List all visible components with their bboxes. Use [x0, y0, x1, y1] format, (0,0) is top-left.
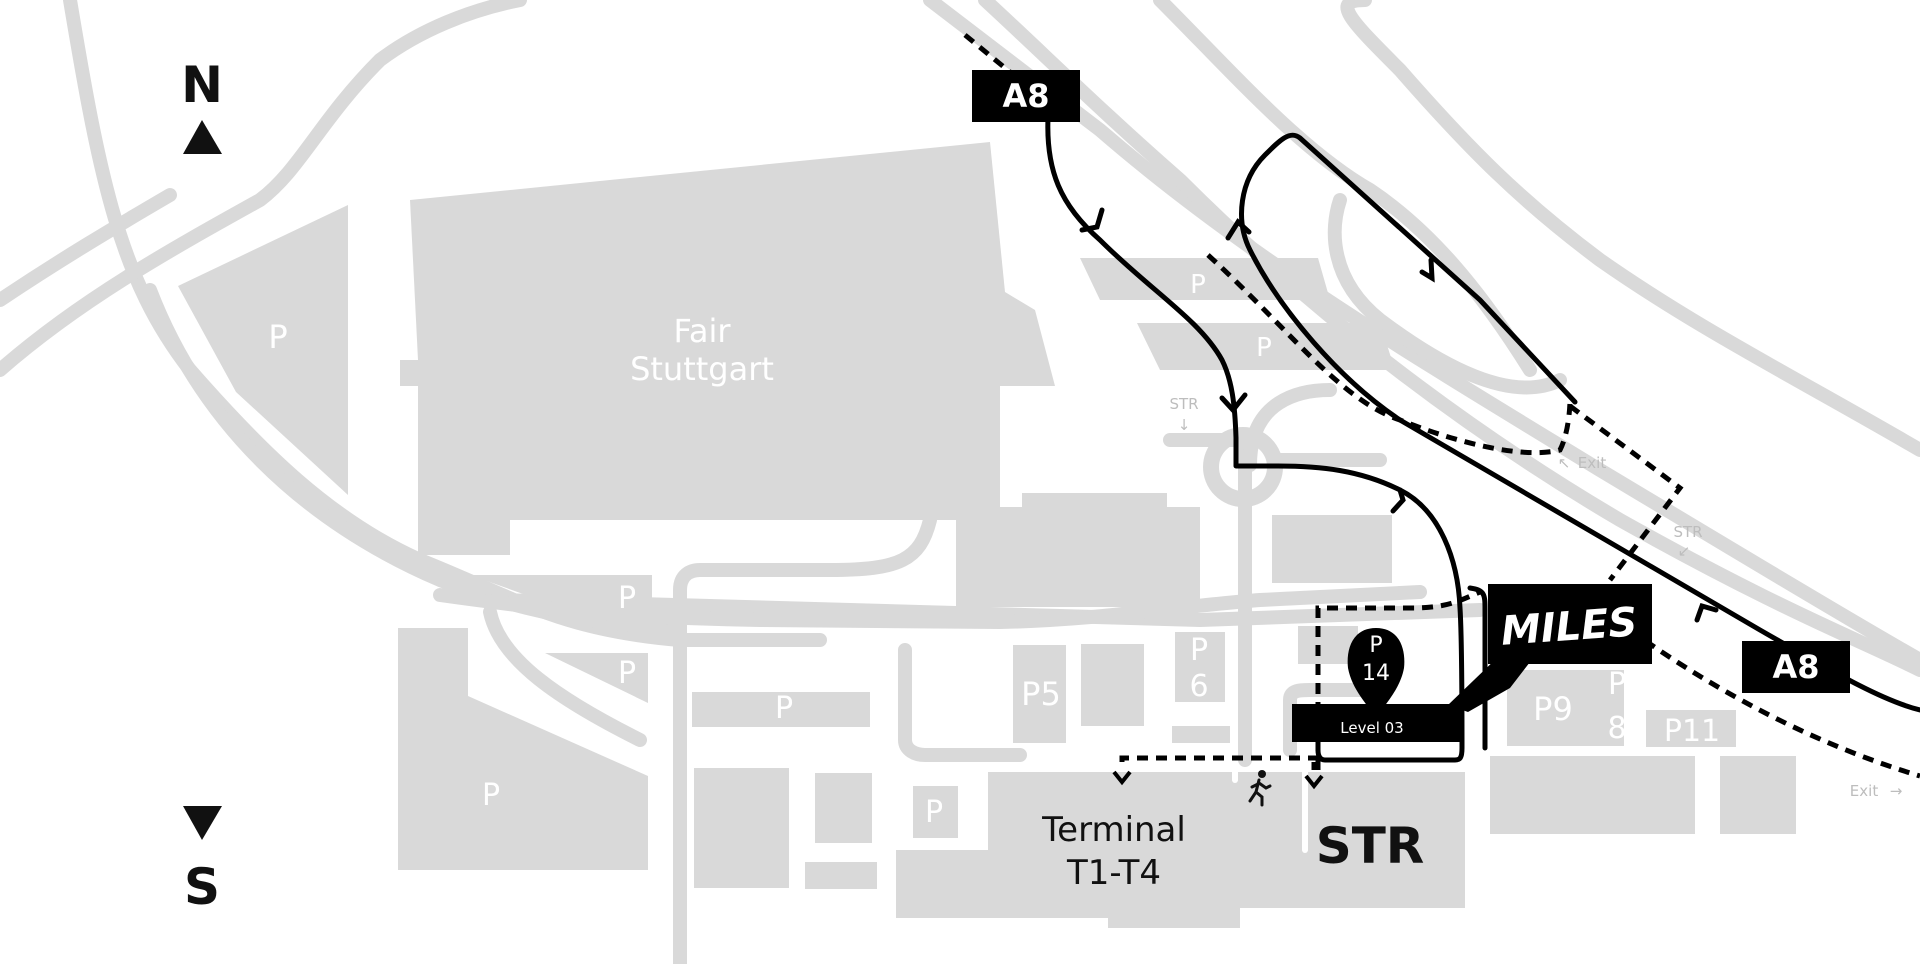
parking-label: P: [618, 581, 636, 616]
parking-west-block: [178, 205, 348, 495]
parking-label: P: [268, 318, 287, 356]
fair-label-line2: Stuttgart: [630, 350, 774, 388]
a8-top-label: A8: [1002, 77, 1049, 115]
a8-shield-right: A8: [1742, 641, 1850, 693]
str-sign: STR: [1169, 395, 1198, 413]
chevron-arrow-icon: [1219, 392, 1248, 414]
p8-label-line2: 8: [1607, 711, 1626, 746]
exit-sign: Exit: [1850, 782, 1879, 800]
parking-north-1: [1080, 258, 1330, 300]
dashed-paths: [963, 33, 1920, 779]
parking-label: P: [482, 778, 500, 813]
p9-label: P9: [1533, 690, 1573, 728]
fair-stuttgart-block: [400, 142, 1055, 555]
chevron-arrow-icon: [1225, 218, 1252, 241]
exit-arrow-icon: →: [1890, 782, 1903, 800]
a8-shield-top: A8: [972, 70, 1080, 122]
north-label: N: [181, 56, 223, 114]
p14-label-line2: 14: [1362, 661, 1390, 686]
miles-label: MILES: [1499, 599, 1638, 654]
chevron-arrow-icon: [1694, 602, 1719, 623]
parking-label: P: [618, 656, 636, 691]
str-sign: STR: [1673, 523, 1702, 541]
map-blocks: [178, 142, 1796, 928]
down-arrows: [1112, 770, 1324, 790]
south-label: S: [184, 858, 220, 916]
a8-right-label: A8: [1772, 648, 1819, 686]
arrow-down-left-icon: ↙: [1678, 542, 1691, 560]
parking-label: P: [1256, 333, 1272, 363]
parking-label: P: [775, 691, 793, 726]
p6-label-line2: 6: [1189, 669, 1208, 704]
p14-label-line1: P: [1369, 633, 1382, 658]
level-label: Level 03: [1340, 719, 1403, 737]
p11-label: P11: [1664, 714, 1720, 749]
small-signs: STR ↓ ↖ Exit STR ↙ Exit →: [1169, 395, 1902, 800]
parking-label: P: [1190, 270, 1206, 300]
str-airport-label: STR: [1316, 817, 1425, 875]
north-arrow-icon: [183, 120, 222, 154]
location-pin-icon: [1347, 628, 1405, 718]
miles-brand-tag: MILES: [1448, 584, 1652, 712]
parking-sw-block: [398, 628, 648, 870]
terminal-label-line2: T1-T4: [1066, 853, 1161, 893]
p6-label-line1: P: [1190, 633, 1208, 668]
level-tag: Level 03: [1292, 704, 1462, 742]
parking-p-small-2: [545, 653, 648, 703]
arrow-down-icon: ↓: [1178, 416, 1191, 434]
parking-label: P: [925, 795, 943, 830]
chevron-arrow-icon: [1079, 207, 1105, 233]
exit-sign: Exit: [1578, 454, 1607, 472]
p14-pin-marker: P 14: [1347, 628, 1405, 718]
fair-label-line1: Fair: [673, 312, 731, 350]
parking-p-small-1: [470, 575, 652, 615]
chevron-arrow-icon: [1390, 487, 1406, 514]
route-chevrons: [1079, 207, 1719, 623]
exit-arrow-icon: ↖: [1558, 454, 1571, 472]
p8-label-line1: P: [1608, 667, 1626, 702]
terminal-label-line1: Terminal: [1041, 810, 1186, 850]
p5-label: P5: [1021, 675, 1061, 713]
chevron-arrow-icon: [1419, 257, 1435, 283]
walking-person-icon: [1248, 770, 1272, 807]
road-separators: [1232, 697, 1308, 853]
parking-labels: P P P P P P P P P5 P 6 P9 P 8 P11 P12: [268, 270, 1720, 830]
south-arrow-icon: [183, 806, 222, 840]
